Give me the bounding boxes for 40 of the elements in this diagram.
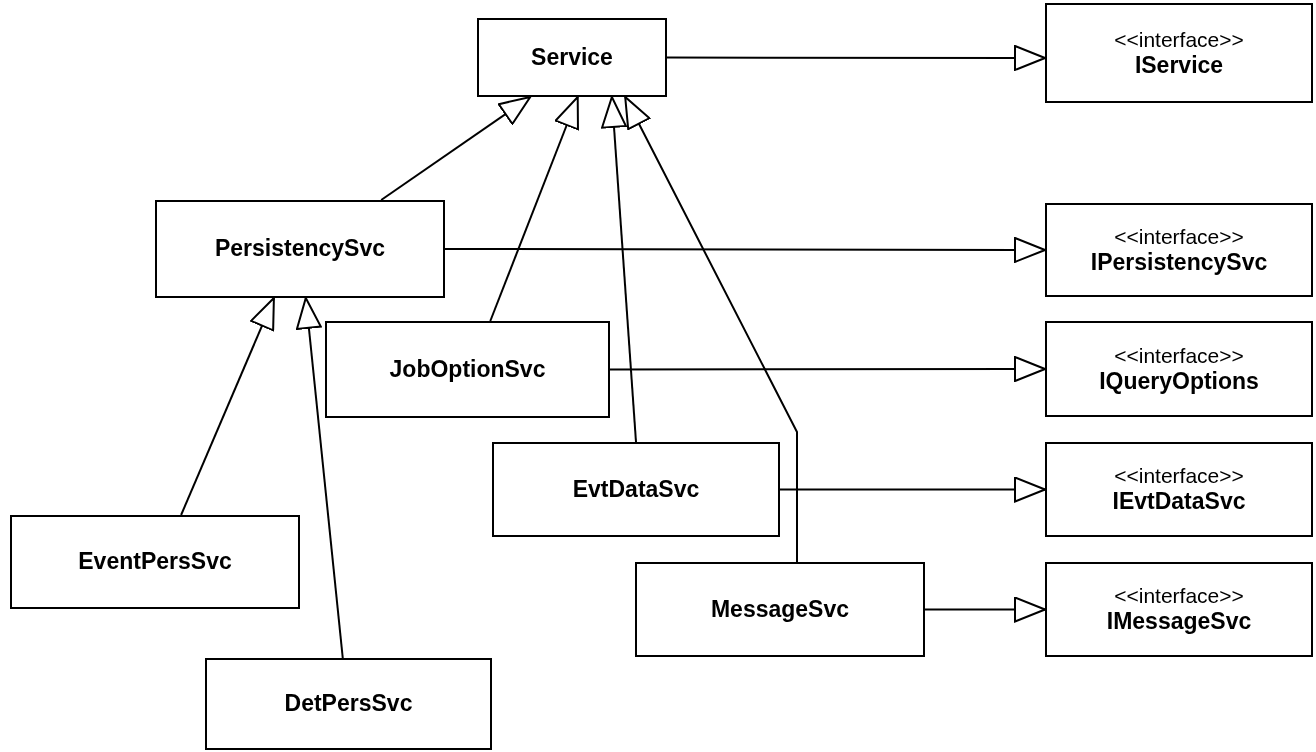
class-box [477,18,667,97]
class-box [1045,442,1313,537]
class-name: EventPersSvc [78,548,232,576]
class-name: MessageSvc [710,595,850,624]
class-name: Service [531,43,613,72]
generalization-arrow [601,96,637,443]
generalization-arrow [380,96,532,201]
stereotype-label: <<interface>> [1114,223,1244,249]
generalization-arrow [624,96,798,563]
generalization-arrow [924,596,1046,623]
class-box [1045,203,1313,297]
generalization-arrow [779,476,1046,503]
stereotype-label: <<interface>> [1114,26,1244,52]
stereotype-label: <<interface>> [1114,583,1244,609]
stereotype-label: <<interface>> [1114,463,1244,489]
class-name: DetPersSvc [284,690,413,718]
class-name: JobOptionSvc [389,355,546,384]
generalization-arrow [444,236,1046,263]
class-name: IService [1134,51,1224,80]
generalization-arrow [489,96,579,322]
class-box [10,515,300,609]
generalization-arrow [666,44,1046,71]
generalization-arrow [180,297,275,516]
generalization-arrow [609,356,1046,383]
class-name: EvtDataSvc [572,475,700,504]
class-box [1045,562,1313,657]
class-box [492,442,780,537]
generalization-arrow [295,297,344,659]
stereotype-label: <<interface>> [1114,342,1244,368]
class-box [155,200,445,298]
class-box [205,658,492,750]
class-box [325,321,610,418]
class-name: IPersistencySvc [1090,248,1268,277]
class-box [635,562,925,657]
class-name: IMessageSvc [1106,608,1252,636]
class-box [1045,321,1313,417]
class-name: IEvtDataSvc [1112,488,1246,516]
class-name: PersistencySvc [214,235,386,263]
class-name: IQueryOptions [1099,367,1259,396]
class-box [1045,3,1313,103]
